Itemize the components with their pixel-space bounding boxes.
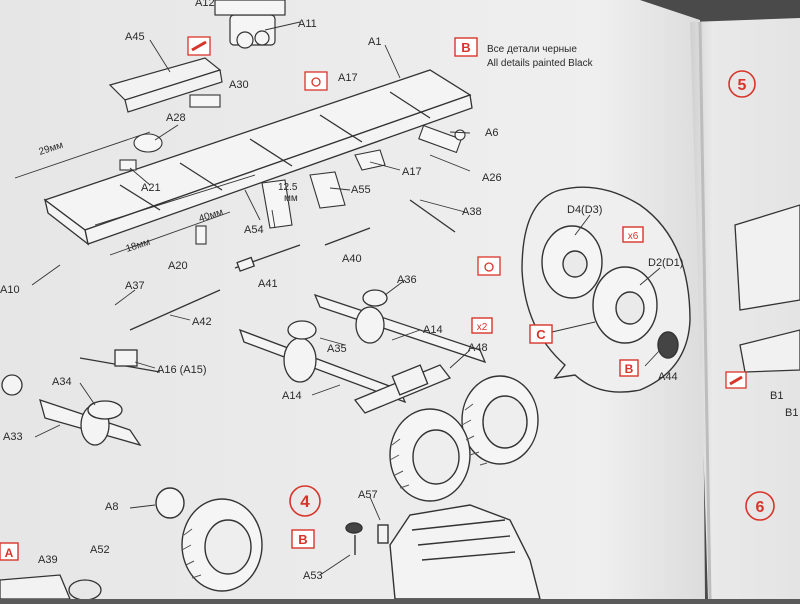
- label-d2-d1: D2(D1): [648, 257, 683, 269]
- label-b1-second: B1: [785, 407, 798, 419]
- multiplier-x2: x2: [477, 322, 488, 333]
- label-a28: A28: [166, 112, 186, 124]
- label-a12: A12: [195, 0, 215, 9]
- winch-part: [214, 0, 286, 49]
- paint-drop-icon-2: [477, 256, 501, 276]
- label-a53: A53: [303, 570, 323, 582]
- step-4-circle: [289, 485, 321, 517]
- label-a20: A20: [168, 260, 188, 272]
- note-english: All details painted Black: [487, 58, 594, 69]
- badges: [0, 37, 644, 561]
- badge-a-corner: A: [5, 546, 14, 560]
- label-a40: A40: [342, 253, 362, 265]
- label-a30: A30: [229, 79, 249, 91]
- note-russian: Все детали черные: [487, 44, 577, 55]
- label-a16-a15: A16 (A15): [157, 364, 207, 376]
- label-a14-lower: A14: [282, 390, 302, 402]
- tyre-front: [155, 487, 263, 592]
- label-a36: A36: [397, 274, 417, 286]
- label-a17: A17: [402, 166, 422, 178]
- label-a37: A37: [125, 280, 145, 292]
- badge-b-wheel: B: [625, 362, 634, 376]
- note-badge: B: [461, 40, 470, 55]
- badge-c-wheel: C: [536, 327, 546, 342]
- suspension-beam: [353, 364, 452, 414]
- label-a8: A8: [105, 501, 118, 513]
- label-b1: B1: [770, 390, 783, 402]
- label-a48: A48: [468, 342, 488, 354]
- bumper-part: [108, 57, 223, 113]
- rear-axles: [238, 289, 487, 404]
- step5-frame: [734, 204, 800, 373]
- label-a54: A54: [244, 224, 264, 236]
- label-a41: A41: [258, 278, 278, 290]
- label-a14-upper: A14: [423, 324, 443, 336]
- label-a45: A45: [125, 31, 145, 43]
- leader-lines: [31, 21, 661, 576]
- label-a55: A55: [351, 184, 371, 196]
- label-a38: A38: [462, 206, 482, 218]
- label-a44: A44: [658, 371, 678, 383]
- label-a42: A42: [192, 316, 212, 328]
- label-d4-d3: D4(D3): [567, 204, 602, 216]
- step-6-number: 6: [756, 499, 765, 516]
- label-a52: A52: [90, 544, 110, 556]
- label-a26: A26: [482, 172, 502, 184]
- label-a21: A21: [141, 182, 161, 194]
- badge-b-step4: B: [298, 532, 307, 547]
- dim-12-5: 12.5: [278, 182, 298, 193]
- label-a34: A34: [52, 376, 72, 388]
- chassis-small-parts: [119, 94, 466, 245]
- paint-drop-icon: [304, 71, 328, 91]
- label-a17-top: A17: [338, 72, 358, 84]
- paint-icons: [187, 36, 747, 389]
- label-a39: A39: [38, 554, 58, 566]
- label-a35: A35: [327, 343, 347, 355]
- step-5-number: 5: [738, 77, 747, 94]
- wheel-callout-tyres: [541, 225, 679, 359]
- step-circles: [289, 70, 775, 521]
- step-6-circle: [745, 491, 775, 521]
- chassis-frame: [43, 69, 473, 246]
- label-a6: A6: [485, 127, 498, 139]
- label-a57: A57: [358, 489, 378, 501]
- step-5-circle: [728, 70, 756, 98]
- tyre-pair-rear: [389, 375, 539, 502]
- label-a11: A11: [298, 18, 317, 30]
- dim-12-5-unit: мм: [284, 193, 298, 204]
- label-a1: A1: [368, 36, 381, 48]
- cab-body: [345, 504, 541, 600]
- driveshafts: [129, 199, 456, 331]
- label-a10: A10: [0, 284, 20, 296]
- multiplier-x6: x6: [628, 231, 639, 242]
- tyre-treads: [181, 403, 488, 579]
- label-a33: A33: [3, 431, 23, 443]
- dimension-lines: [14, 131, 261, 256]
- front-axle: [1, 349, 161, 447]
- step-4-number: 4: [300, 492, 310, 511]
